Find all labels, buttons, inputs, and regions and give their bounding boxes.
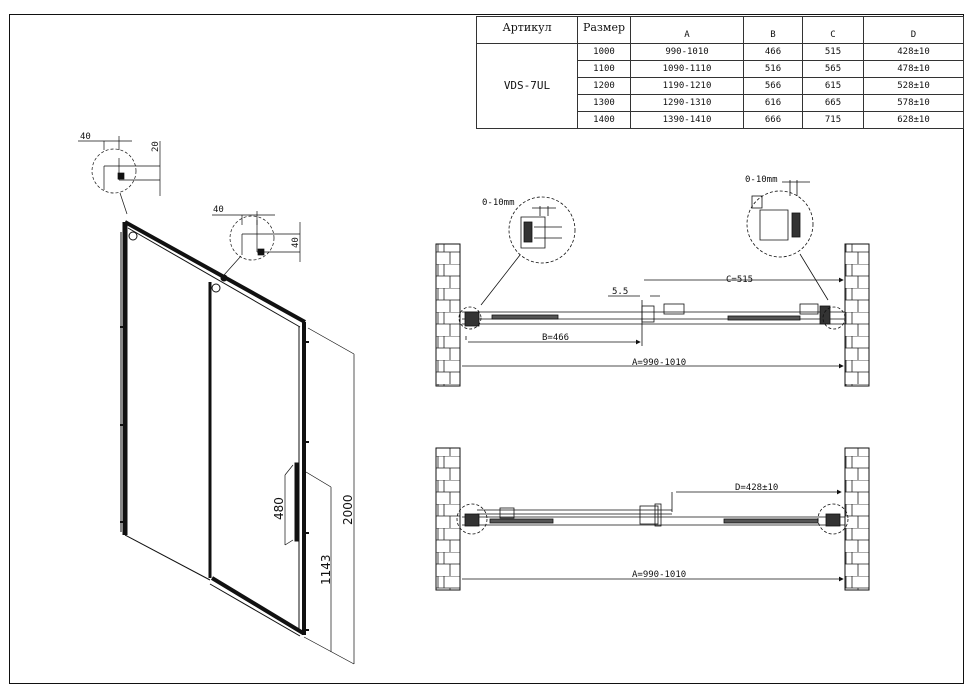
d-dimension-label: D=428±10 — [735, 483, 778, 493]
plan-view-top: 0-10mm 0-10mm 5.5 C=515 B=466 A=990-1010 — [435, 175, 870, 387]
table-row: 1300 1290-1310 616 665 578±10 — [477, 94, 964, 112]
a-dimension-label-top: A=990-1010 — [632, 358, 686, 368]
gap-right-label: 0-10mm — [745, 175, 778, 185]
wall-left — [435, 243, 461, 387]
d-cell: 628±10 — [863, 111, 964, 129]
wall-left-bottom — [435, 447, 461, 591]
handle-length-dim: 480 — [272, 497, 286, 520]
detail1-horizontal-dim: 40 — [80, 132, 91, 142]
detail-circle-top-right — [212, 211, 301, 276]
wall-right — [844, 243, 870, 387]
handle-height-dim: 1143 — [319, 554, 333, 585]
height-dimensions — [284, 327, 355, 665]
size-cell: 1400 — [577, 111, 631, 129]
detail-circle-top-left — [78, 136, 161, 215]
header-b: B — [743, 16, 803, 44]
header-d: D — [863, 16, 964, 44]
gap-left-label: 0-10mm — [482, 198, 515, 208]
drawing-frame — [9, 14, 964, 684]
header-c: C — [802, 16, 864, 44]
article-cell: VDS-7UL — [476, 43, 578, 129]
table-row: 1200 1190-1210 566 615 528±10 — [477, 77, 964, 95]
table-row: 1100 1090-1110 516 565 478±10 — [477, 60, 964, 78]
plan-view-bottom: D=428±10 A=990-1010 — [435, 447, 870, 591]
c-dimension-label: C=515 — [726, 275, 753, 285]
isometric-view — [120, 220, 309, 637]
detail2-horizontal-dim: 40 — [213, 205, 224, 215]
detail2-vertical-dim: 40 — [291, 237, 301, 248]
a-dimension-label-bottom: A=990-1010 — [632, 570, 686, 580]
spec-table: Артикул Размер A B C D VDS-7UL 1000 990-… — [476, 16, 964, 129]
offset-label: 5.5 — [612, 287, 628, 297]
detail1-vertical-dim: 20 — [151, 141, 161, 152]
table-header-row: Артикул Размер A B C D — [476, 16, 964, 44]
table-row: 1400 1390-1410 666 715 628±10 — [477, 111, 964, 129]
total-height-dim: 2000 — [341, 494, 355, 525]
header-size: Размер — [577, 16, 631, 44]
b-dimension-label: B=466 — [542, 333, 569, 343]
wall-right-bottom — [844, 447, 870, 591]
